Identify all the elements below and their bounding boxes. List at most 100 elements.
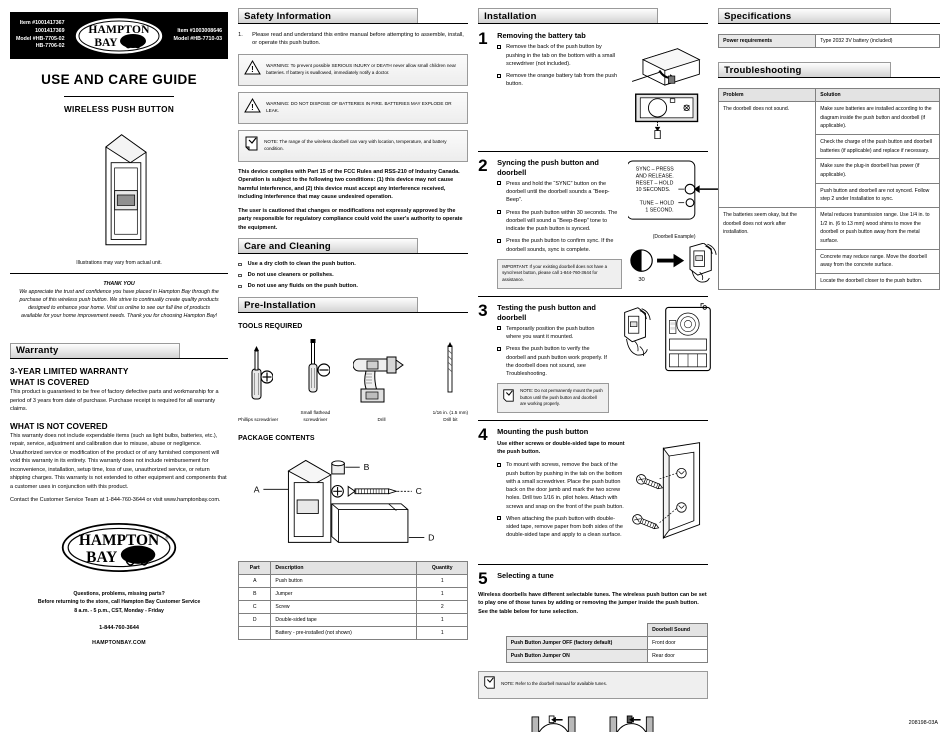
care-section-header: Care and Cleaning xyxy=(238,238,469,255)
step-bullet-text: Remove the orange battery tab from the p… xyxy=(506,73,618,88)
cell-quantity: 1 xyxy=(416,626,469,641)
cell-quantity: 1 xyxy=(416,574,469,589)
svg-text:HAMPTON: HAMPTON xyxy=(79,531,159,548)
tune-selection-table: Doorbell Sound Push Button Jumper OFF (f… xyxy=(505,622,709,663)
solution-cell: Locate the doorbell closer to the push b… xyxy=(815,272,940,290)
hampton-bay-logo-icon: HAMPTON BAY xyxy=(73,16,165,56)
table-row: A Push button 1 xyxy=(238,574,469,589)
cell-quantity: 1 xyxy=(416,613,469,628)
note-clipboard-icon xyxy=(244,136,259,156)
tool-drill: Drill xyxy=(352,343,411,423)
solution-cell: Concrete may reduce range. Move the door… xyxy=(815,248,940,274)
warranty-title: Warranty xyxy=(10,342,181,358)
table-header-row: Problem Solution xyxy=(718,88,940,102)
troubleshooting-table: Problem Solution The doorbell does not s… xyxy=(718,88,940,290)
step-number: 1 xyxy=(478,29,488,48)
table-row: C Screw 2 xyxy=(238,600,469,615)
warranty-heading-main: 3-YEAR LIMITED WARRANTY xyxy=(10,365,129,376)
cell-quantity: 1 xyxy=(416,587,469,602)
step-bullet-text: Press the push button to confirm sync. I… xyxy=(506,238,614,253)
install-step-5: 5 Selecting a tune xyxy=(478,570,708,587)
table-row: Locate the doorbell closer to the push b… xyxy=(719,272,940,290)
item-right-line1: Item #1003008646 xyxy=(177,27,223,34)
fcc-text-2: The user is cautioned that changes or mo… xyxy=(238,207,463,231)
warranty-not-covered-text: This warranty does not include expendabl… xyxy=(10,432,227,490)
item-numbers-right: Item #1003008646 Model #HB-7710-03 xyxy=(174,28,223,43)
thank-you-body: We appreciate the trust and confidence y… xyxy=(19,289,219,320)
doorbell-sync-diagram: SYNC – PRESS AND RELEASE. RESET – HOLD 1… xyxy=(626,160,720,220)
step-title: Syncing the push button and doorbell xyxy=(497,158,599,177)
safety-item-1: 1. Please read and understand this entir… xyxy=(238,31,468,48)
troubleshooting-section-header: Troubleshooting xyxy=(718,62,940,78)
safety-title: Safety Information xyxy=(238,8,418,23)
phillips-screwdriver-icon xyxy=(251,345,274,400)
thank-you-block: THANK YOU We appreciate the trust and co… xyxy=(10,274,228,321)
sync-line-2: AND RELEASE. xyxy=(636,174,674,180)
checkbox-icon xyxy=(497,326,502,331)
table-row: Battery - pre-installed (not shown) 1 xyxy=(238,626,469,641)
drill-icon xyxy=(352,356,404,403)
item-left-line1: Item #1001417367 xyxy=(19,20,65,27)
safety-section-header: Safety Information xyxy=(238,8,469,24)
svg-text:HAMPTON: HAMPTON xyxy=(88,24,150,36)
warranty-heading-not-covered: WHAT IS NOT COVERED xyxy=(10,420,108,431)
table-row: Power requirements Type 2032 3V battery … xyxy=(718,34,940,48)
installation-section-header: Installation xyxy=(478,8,709,24)
problem-cell: The batteries seem okay, but the doorbel… xyxy=(718,206,817,290)
step-bullet: Temporarily position the push button whe… xyxy=(497,325,609,342)
item-left-line4: HB-7706-02 xyxy=(35,43,65,50)
thank-you-heading: THANK YOU xyxy=(103,281,135,288)
tool-caption: Small flathead screwdriver xyxy=(300,410,331,422)
title-banner: Item #1001417367 1001417369 Model #HB-77… xyxy=(10,12,229,59)
col-solution: Solution xyxy=(815,88,940,102)
footer-line1: Questions, problems, missing parts? xyxy=(73,590,165,597)
spec-key: Power requirements xyxy=(718,34,817,48)
title-divider xyxy=(64,96,175,98)
jumper-on-figure: Push Button Jumper ON xyxy=(604,715,660,732)
tool-small-flathead-screwdriver: Small flathead screwdriver xyxy=(300,336,331,423)
step-bullet: Press the push button within 30 seconds.… xyxy=(497,209,622,234)
table-header-row: Part Description Quantity xyxy=(238,561,469,576)
step-bullet: Press the push button to confirm sync. I… xyxy=(497,237,622,254)
column-specs-troubleshooting: Specifications Power requirements Type 2… xyxy=(718,8,940,722)
warranty-rule xyxy=(10,357,229,359)
package-contents-heading: PACKAGE CONTENTS xyxy=(238,435,315,443)
tool-drill-bit: 1/16 in. (1.5 mm) Drill bit xyxy=(433,336,468,423)
cell-description: Screw xyxy=(270,600,418,615)
jumper-off-icon xyxy=(531,715,576,732)
table-header-row: Doorbell Sound xyxy=(506,622,709,637)
step-number: 3 xyxy=(478,301,488,321)
step-number: 4 xyxy=(478,424,488,444)
warranty-covered-text: This product is guaranteed to be free of… xyxy=(10,388,219,413)
install-step-2: 2 Syncing the push button and doorbell P… xyxy=(478,156,720,289)
important-text: IMPORTANT: If your existing doorbell doe… xyxy=(502,263,608,282)
small-flathead-screwdriver-icon xyxy=(308,339,331,393)
troubleshooting-title: Troubleshooting xyxy=(718,62,892,77)
note-box-mounting: NOTE: Do not permanently mount the push … xyxy=(497,383,610,413)
overview-divider xyxy=(10,273,229,275)
problem-cell: The doorbell does not sound. xyxy=(718,101,817,208)
page-title: USE AND CARE GUIDE xyxy=(41,72,198,87)
step-bullet: Press the push button to verify the door… xyxy=(497,345,609,378)
warranty-heading-covered: WHAT IS COVERED xyxy=(10,376,90,387)
step-title: Testing the push button and doorbell xyxy=(497,303,596,322)
tune-option-sound: Front door xyxy=(647,635,709,650)
safety-rule xyxy=(238,23,469,24)
step-number: 2 xyxy=(478,156,488,176)
screw-icon xyxy=(632,513,660,529)
checkbox-icon xyxy=(497,44,502,49)
solution-cell: Metal reduces transmission range. Use 1/… xyxy=(815,206,940,250)
sync-line-1: SYNC – PRESS xyxy=(636,167,675,173)
callout-d: D xyxy=(428,533,434,543)
checkbox-icon xyxy=(497,238,502,243)
jumper-off-figure: Push Button Jumper OFF (Factory Default) xyxy=(526,715,582,732)
care-rule xyxy=(238,253,469,255)
sync-line-5: TUNE – HOLD xyxy=(640,201,675,207)
step-bullet: Press and hold the “SYNC” button on the … xyxy=(497,180,622,205)
svg-text:!: ! xyxy=(251,103,254,112)
cell-part: B xyxy=(238,587,272,602)
step-bullet: Remove the back of the push button by pu… xyxy=(497,43,617,68)
note-text-tunes: NOTE: Refer to the doorbell manual for a… xyxy=(501,681,607,687)
step-bullet-text: Temporarily position the push button whe… xyxy=(506,325,595,340)
